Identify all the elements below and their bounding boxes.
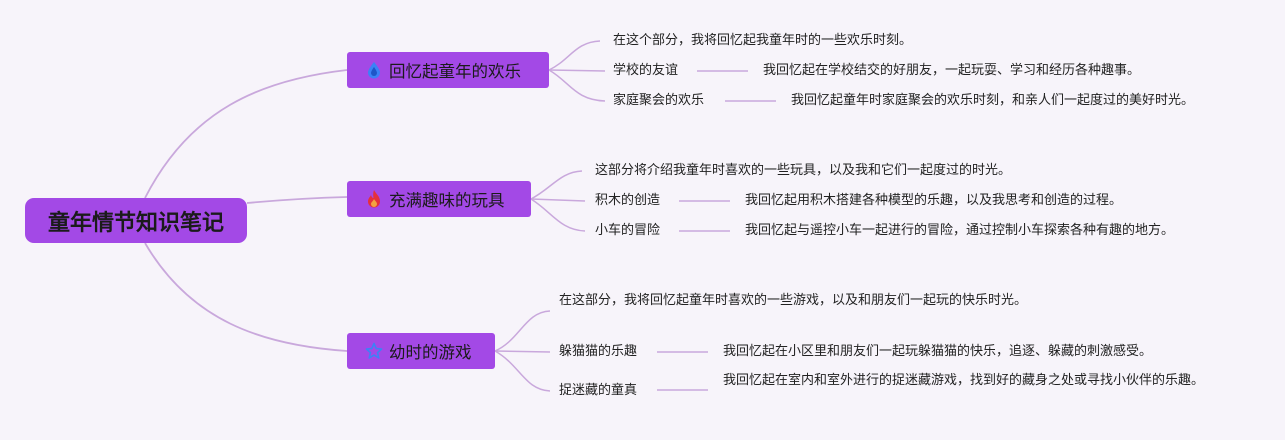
subtopic-detail[interactable]: 我回忆起与遥控小车一起进行的冒险，通过控制小车探索各种有趣的地方。 bbox=[745, 223, 1175, 238]
subtopic-title[interactable]: 家庭聚会的欢乐 bbox=[613, 93, 705, 108]
root-topic-label: 童年情节知识笔记 bbox=[47, 210, 224, 236]
intro-note[interactable]: 这部分将介绍我童年时喜欢的一些玩具，以及我和它们一起度过的时光。 bbox=[595, 163, 1012, 178]
subtopic-detail[interactable]: 我回忆起在小区里和朋友们一起玩躲猫猫的快乐，追逐、躲藏的刺激感受。 bbox=[723, 344, 1153, 359]
branch-topic-joy[interactable]: 回忆起童年的欢乐 bbox=[347, 52, 549, 88]
link-b1-item1 bbox=[548, 69, 606, 72]
intro-note[interactable]: 在这部分，我将回忆起童年时喜欢的一些游戏，以及和朋友们一起玩的快乐时光。 bbox=[559, 293, 1028, 308]
link-b1-item2 bbox=[548, 69, 606, 102]
subtopic-detail[interactable]: 我回忆起在学校结交的好朋友，一起玩耍、学习和经历各种趣事。 bbox=[763, 63, 1141, 78]
subtopic-title[interactable]: 学校的友谊 bbox=[613, 63, 679, 78]
branch-topic-label: 充满趣味的玩具 bbox=[389, 191, 505, 210]
subtopic-title[interactable]: 小车的冒险 bbox=[595, 223, 661, 238]
link-b3-intro bbox=[494, 310, 551, 352]
link-b3-item1 bbox=[494, 350, 551, 353]
link-b2-intro bbox=[530, 170, 583, 200]
star-icon bbox=[363, 342, 385, 360]
branch-topic-label: 回忆起童年的欢乐 bbox=[389, 62, 521, 81]
subtopic-title[interactable]: 积木的创造 bbox=[595, 193, 661, 208]
branch-topic-games[interactable]: 幼时的游戏 bbox=[347, 333, 495, 369]
fire-icon bbox=[363, 189, 385, 209]
link-b2-item1 bbox=[530, 198, 586, 202]
subtopic-detail[interactable]: 我回忆起在室内和室外进行的捉迷藏游戏，找到好的藏身之处或寻找小伙伴的乐趣。 bbox=[723, 373, 1205, 388]
link-b3-item2 bbox=[494, 350, 551, 392]
link-root-branch-3 bbox=[144, 242, 348, 352]
link-b1-intro bbox=[548, 40, 601, 71]
root-topic[interactable]: 童年情节知识笔记 bbox=[25, 198, 247, 243]
subtopic-title[interactable]: 躲猫猫的乐趣 bbox=[559, 344, 638, 359]
branch-topic-label: 幼时的游戏 bbox=[389, 343, 472, 362]
subtopic-detail[interactable]: 我回忆起童年时家庭聚会的欢乐时刻，和亲人们一起度过的美好时光。 bbox=[791, 93, 1195, 108]
branch-topic-toys[interactable]: 充满趣味的玩具 bbox=[347, 181, 531, 217]
subtopic-title[interactable]: 捉迷藏的童真 bbox=[559, 383, 638, 398]
link-b2-item2 bbox=[530, 198, 586, 232]
intro-note[interactable]: 在这个部分，我将回忆起我童年时的一些欢乐时刻。 bbox=[613, 33, 913, 48]
link-root-branch-1 bbox=[144, 69, 348, 199]
water-drop-icon bbox=[363, 61, 385, 79]
subtopic-detail[interactable]: 我回忆起用积木搭建各种模型的乐趣，以及我思考和创造的过程。 bbox=[745, 193, 1123, 208]
link-root-branch-2 bbox=[246, 196, 348, 204]
